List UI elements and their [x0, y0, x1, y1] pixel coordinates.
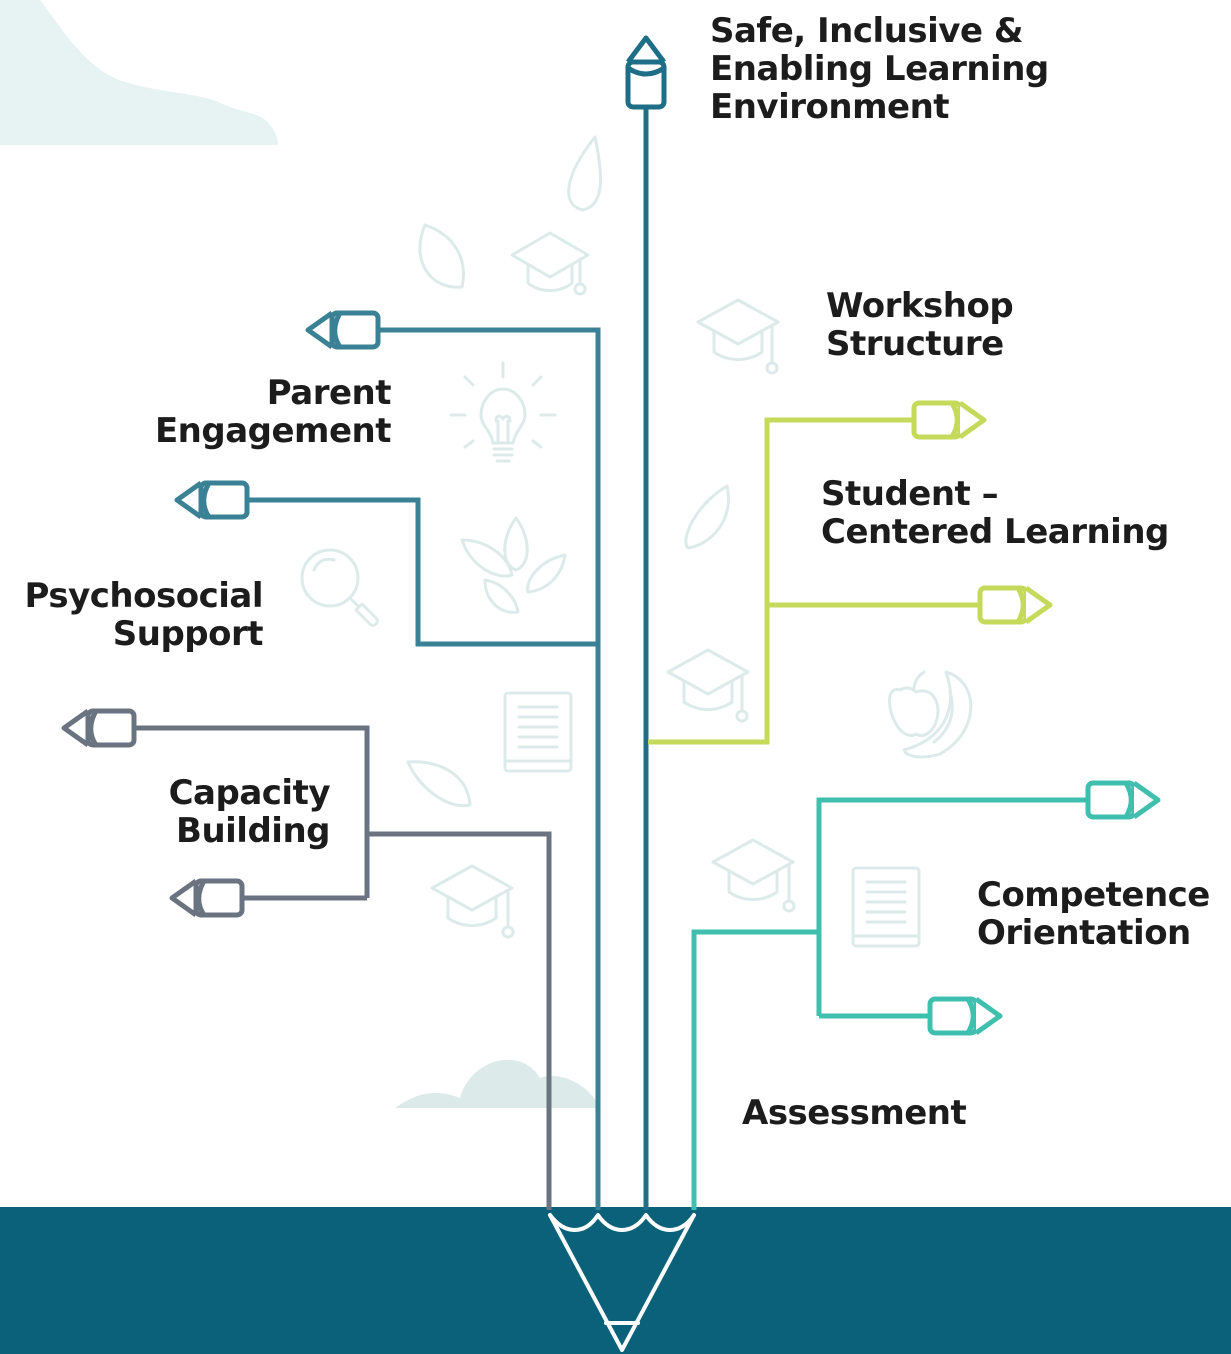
graduation-cap-icon	[711, 838, 796, 913]
label-line: Capacity	[168, 773, 331, 813]
branch-competence-line	[816, 797, 1088, 1016]
label-line: Parent	[266, 373, 392, 413]
pencil-tip-icon	[548, 1213, 696, 1352]
label-line: Assessment	[742, 1093, 967, 1133]
ground-band	[0, 1207, 1231, 1354]
label-parent-engagement: Parent Engagement	[154, 373, 392, 451]
label-line: Orientation	[977, 913, 1191, 953]
label-line: Support	[112, 614, 264, 654]
label-workshop-structure: Workshop Structure	[826, 286, 1014, 364]
cloud-icon	[395, 1059, 600, 1108]
pencil-icon	[61, 708, 137, 748]
magnifier-icon	[300, 548, 379, 627]
label-student-centered-learning: Student – Centered Learning	[821, 475, 1169, 551]
graduation-cap-icon	[666, 648, 750, 723]
leaf-icon	[418, 223, 465, 289]
label-line: Centered Learning	[821, 512, 1169, 552]
leaf-icon	[684, 484, 730, 550]
branch-parent-line	[378, 327, 601, 1210]
label-safe-learning-environment: Safe, Inclusive & Enabling Learning Envi…	[710, 12, 1049, 126]
label-line: Student –	[821, 474, 999, 514]
label-line: Building	[176, 811, 330, 851]
pencil-icon	[911, 400, 987, 440]
branch-capacity-upper-line	[134, 725, 370, 898]
label-psychosocial-support: Psychosocial Support	[24, 576, 264, 654]
label-line: Engagement	[154, 411, 392, 451]
label-capacity-building: Capacity Building	[168, 773, 331, 851]
pencil-icon	[305, 310, 381, 350]
label-competence-orientation: Competence Orientation	[977, 876, 1210, 952]
label-line: Enabling Learning	[710, 49, 1049, 89]
pencil-icon	[174, 480, 250, 520]
book-icon	[851, 866, 921, 948]
graduation-cap-icon	[696, 298, 780, 375]
label-line: Workshop	[826, 286, 1014, 326]
label-line: Environment	[710, 87, 950, 127]
pencil-icon	[927, 996, 1003, 1036]
label-line: Psychosocial	[24, 576, 264, 616]
graduation-cap-icon	[510, 231, 590, 296]
graduation-cap-icon	[430, 864, 515, 939]
pencil-icon	[977, 585, 1053, 625]
lightbulb-icon	[449, 361, 557, 463]
branch-assessment-line	[691, 929, 819, 1210]
branch-capacity-line	[367, 831, 552, 1210]
pencil-icon	[1085, 780, 1161, 820]
leaf-icon	[406, 760, 472, 808]
apple-banana-icon	[888, 670, 973, 759]
branch-psychosocial-line	[247, 497, 598, 647]
branch-student-line	[648, 417, 914, 745]
label-line: Safe, Inclusive &	[710, 11, 1024, 51]
label-line: Structure	[826, 324, 1004, 364]
label-assessment: Assessment	[742, 1093, 967, 1133]
label-line: Competence	[977, 875, 1210, 915]
leaves-cluster-icon	[460, 516, 567, 614]
pencil-icon	[625, 35, 667, 110]
pencil-icon	[169, 878, 245, 918]
leaf-icon	[567, 135, 603, 212]
cloud-icon	[0, 0, 278, 145]
book-icon	[503, 691, 573, 773]
